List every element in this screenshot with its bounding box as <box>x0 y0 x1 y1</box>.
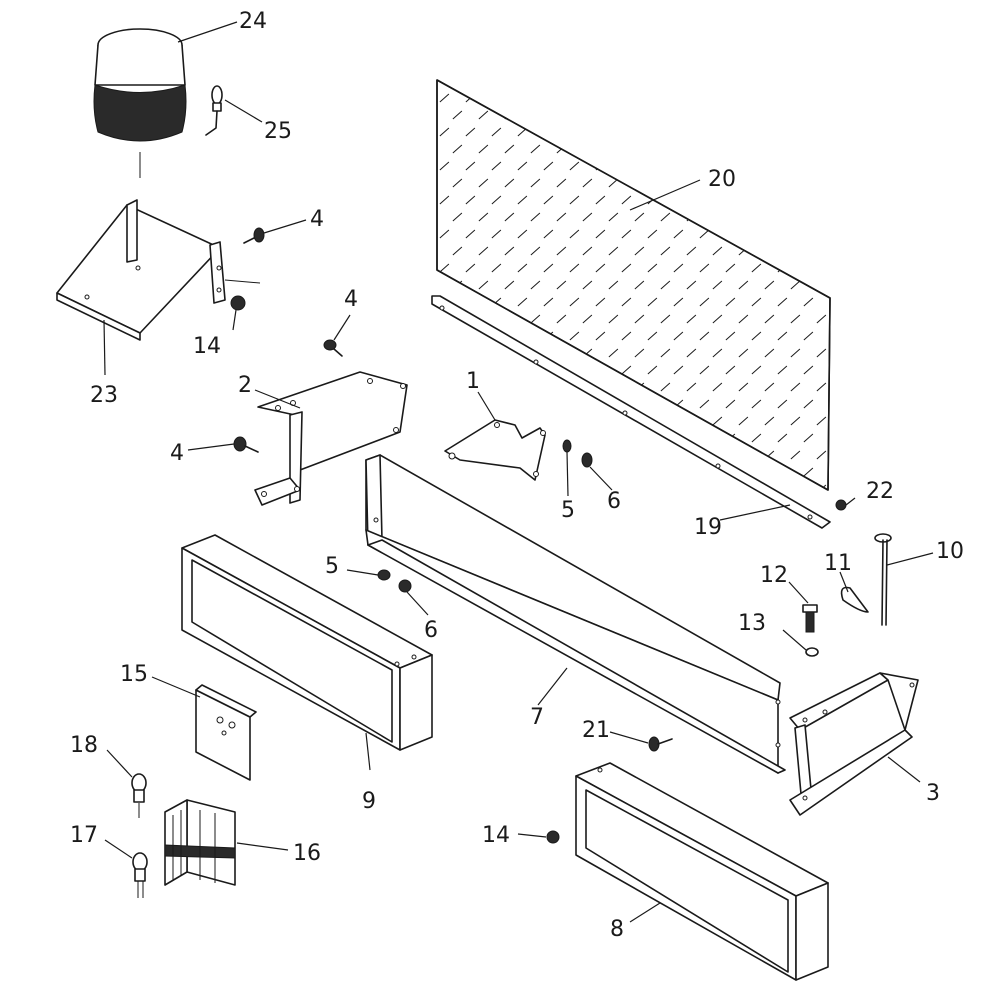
callout-5b: 5 <box>325 554 339 579</box>
part-17-bulb <box>132 852 148 898</box>
part-5-washer-b <box>377 569 391 581</box>
callout-17: 17 <box>70 823 98 848</box>
callout-19: 19 <box>694 515 722 540</box>
part-23-bracket <box>56 199 261 341</box>
callout-6a: 6 <box>607 489 621 514</box>
part-10-pin <box>874 533 892 626</box>
part-5-washer-a <box>562 439 572 453</box>
callout-7: 7 <box>530 705 544 730</box>
callout-18: 18 <box>70 733 98 758</box>
callout-1: 1 <box>466 369 480 394</box>
callout-22: 22 <box>866 479 894 504</box>
part-14-nut-lower <box>546 830 560 844</box>
callout-4c: 4 <box>170 441 184 466</box>
callout-21: 21 <box>582 718 610 743</box>
part-6-nut-a <box>581 452 593 468</box>
callout-24: 24 <box>239 9 267 34</box>
callout-11: 11 <box>824 551 852 576</box>
part-21-bolt <box>648 736 673 752</box>
part-1-bracket <box>444 419 546 481</box>
part-4-bolt-c <box>233 436 259 453</box>
callout-8: 8 <box>610 917 624 942</box>
part-16-connector <box>164 799 236 886</box>
part-14-nut-upper <box>230 295 246 311</box>
callout-4b: 4 <box>344 287 358 312</box>
part-9-box <box>181 534 433 751</box>
callout-6b: 6 <box>424 618 438 643</box>
callout-12: 12 <box>760 563 788 588</box>
part-24-beacon <box>93 28 187 178</box>
callout-15: 15 <box>120 662 148 687</box>
part-2-bracket <box>254 371 408 506</box>
part-15-plate <box>195 684 257 781</box>
part-25-bulb <box>205 85 223 136</box>
part-22-nut <box>835 499 847 511</box>
callout-25: 25 <box>264 119 292 144</box>
callout-14a: 14 <box>193 334 221 359</box>
callout-4a: 4 <box>310 207 324 232</box>
part-18-bulb <box>131 773 147 818</box>
part-4-bolt-a <box>243 227 265 244</box>
part-8-box <box>575 762 829 981</box>
callout-16: 16 <box>293 841 321 866</box>
callout-3: 3 <box>926 781 940 806</box>
callout-labels: 24 25 20 4 14 23 4 2 4 1 5 6 22 19 5 6 1… <box>70 9 964 942</box>
part-4-bolt-b <box>323 339 343 357</box>
part-7-channel <box>365 454 786 774</box>
leader-lines <box>103 21 934 923</box>
callout-5a: 5 <box>561 498 575 523</box>
callout-2: 2 <box>238 373 252 398</box>
callout-20: 20 <box>708 167 736 192</box>
callout-10: 10 <box>936 539 964 564</box>
part-19-strip <box>431 295 831 529</box>
part-6-nut-b <box>398 579 412 593</box>
part-13-washer <box>805 647 819 657</box>
part-12-bolt <box>802 604 818 633</box>
part-11-clip <box>840 586 869 613</box>
callout-9: 9 <box>362 789 376 814</box>
callout-23: 23 <box>90 383 118 408</box>
callout-14b: 14 <box>482 823 510 848</box>
part-3-bracket <box>789 672 919 816</box>
callout-13: 13 <box>738 611 766 636</box>
